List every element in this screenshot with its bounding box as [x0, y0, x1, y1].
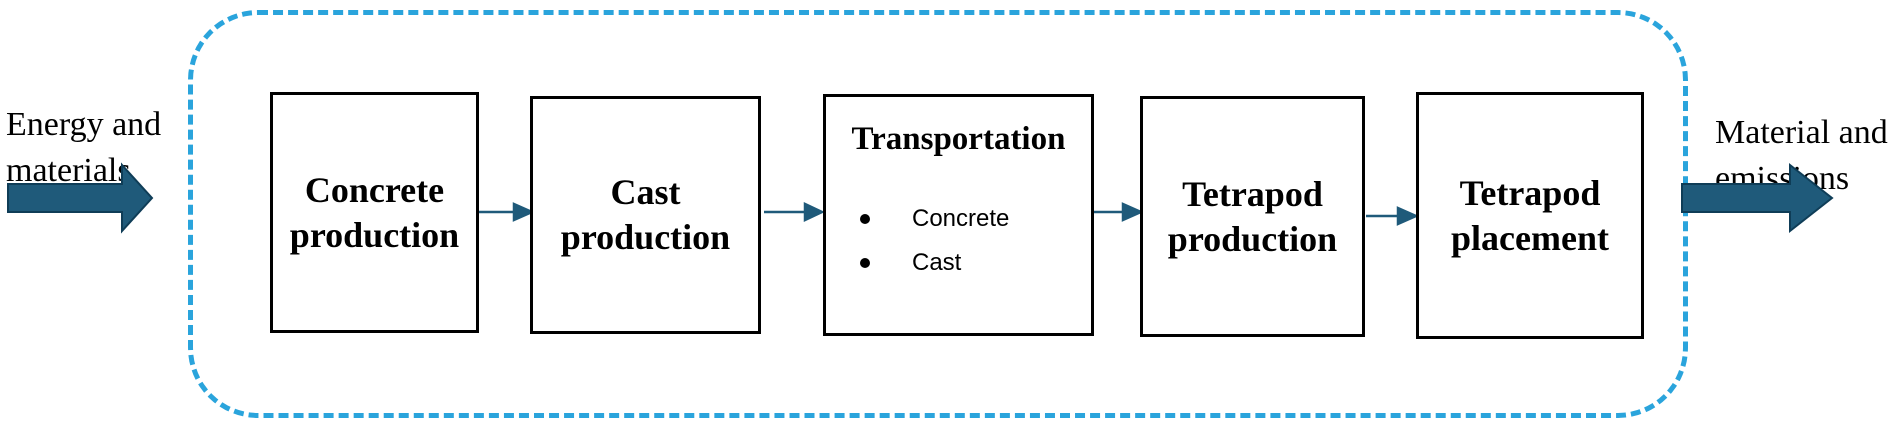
- step-transportation: Transportation Concrete Cast: [823, 94, 1094, 336]
- input-label-line2: materials: [6, 152, 131, 189]
- input-label-line1: Energy and: [6, 106, 162, 143]
- output-arrow: [1681, 162, 1834, 234]
- connector-3-4-head: [1121, 202, 1145, 222]
- output-label-line1: Material and: [1715, 114, 1888, 151]
- step-title: Tetrapod production: [1167, 173, 1338, 259]
- step-title: Transportation: [851, 121, 1066, 157]
- step-title: Cast production: [560, 172, 731, 257]
- bullet-icon: [860, 258, 870, 268]
- bullet-icon: [860, 214, 870, 224]
- transport-item-label: Concrete: [912, 205, 1010, 232]
- step-tetrapod-placement: Tetrapod placement: [1416, 92, 1644, 339]
- transport-item: Cast: [858, 241, 1009, 285]
- transport-item-label: Cast: [912, 249, 962, 276]
- input-label: Energy and materials: [6, 102, 161, 194]
- step-tetrapod-production: Tetrapod production: [1140, 96, 1365, 337]
- step-title: Tetrapod placement: [1451, 172, 1609, 258]
- transport-item: Concrete: [858, 197, 1009, 241]
- connector-1-2-head: [512, 202, 536, 222]
- step-title: Concrete production: [289, 169, 460, 255]
- system-boundary: [188, 10, 1688, 418]
- connector-4-5-head: [1396, 206, 1420, 226]
- step-cast-production: Cast production: [530, 96, 761, 334]
- connector-2-3-head: [803, 202, 825, 222]
- step-concrete-production: Concrete production: [270, 92, 479, 333]
- transport-items: Concrete Cast: [858, 197, 1009, 285]
- input-arrow: [7, 162, 154, 234]
